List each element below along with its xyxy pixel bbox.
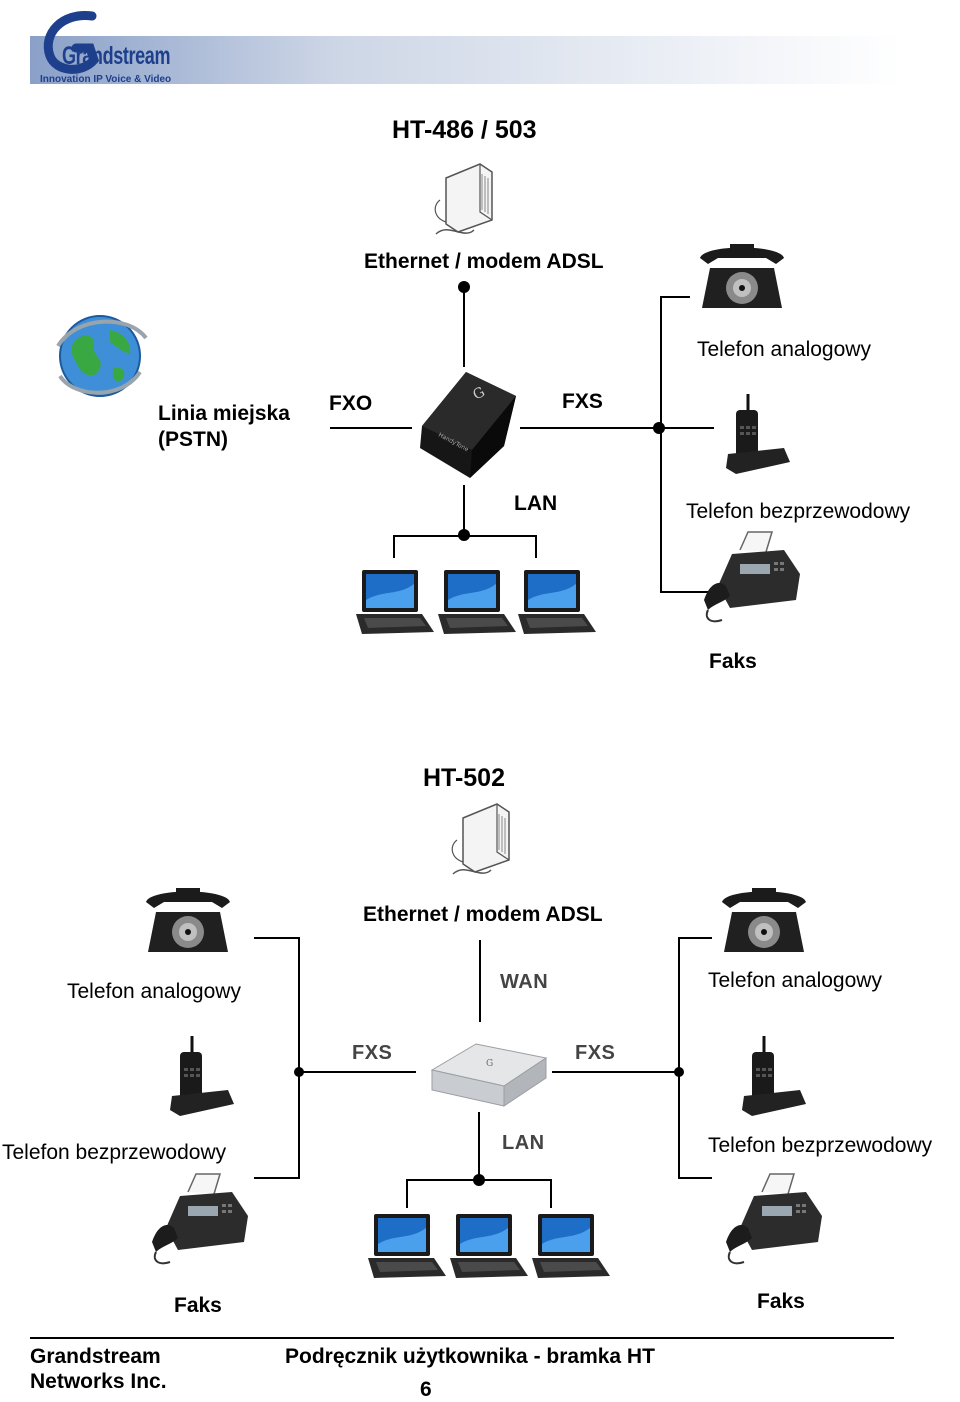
header-banner-graphic — [30, 36, 900, 84]
diagram2-cordless-right-label: Telefon bezprzewodowy — [708, 1134, 933, 1157]
diagram2-wan-label: WAN — [500, 971, 549, 993]
adsl-modem-icon — [428, 160, 504, 247]
diagram1-lan-label: LAN — [514, 492, 558, 515]
ht486-gateway-icon: G HandyTone — [412, 366, 522, 487]
analog-phone-icon — [142, 882, 234, 965]
analog-phone-icon — [718, 882, 810, 965]
footer-page-number: 6 — [420, 1378, 432, 1401]
laptop-icon — [446, 1210, 530, 1287]
node-fxs-right — [674, 1067, 684, 1077]
line-left-bus — [254, 937, 300, 1179]
diagram2-analog-left-label: Telefon analogowy — [67, 980, 241, 1003]
diagram2-fax-right-label: Faks — [757, 1290, 805, 1313]
fax-icon — [148, 1172, 252, 1273]
laptop-icon — [352, 566, 436, 643]
laptop-icon — [514, 566, 598, 643]
node-fxs-left — [294, 1067, 304, 1077]
diagram2-lan-label: LAN — [502, 1132, 545, 1154]
diagram2-fax-left-label: Faks — [174, 1294, 222, 1317]
diagram2-title: HT-502 — [423, 764, 505, 792]
fax-icon — [700, 530, 804, 631]
diagram2-ethernet-label: Ethernet / modem ADSL — [363, 903, 603, 926]
node-lan — [458, 529, 470, 541]
diagram2-fxs-right-label: FXS — [575, 1042, 616, 1064]
cordless-phone-icon — [722, 392, 792, 485]
globe-icon — [52, 306, 150, 409]
diagram1-title: HT-486 / 503 — [392, 116, 537, 144]
footer-doc-title: Podręcznik użytkownika - bramka HT — [285, 1345, 655, 1368]
grandstream-logo — [32, 4, 182, 94]
footer-company-line2: Networks Inc. — [30, 1370, 167, 1393]
diagram1-analog-phone-label: Telefon analogowy — [697, 338, 871, 361]
svg-text:G: G — [486, 1059, 493, 1069]
diagram1-fxs-label: FXS — [562, 390, 603, 413]
laptop-icon — [434, 566, 518, 643]
diagram1-pstn-label-line2: (PSTN) — [158, 428, 228, 451]
logo-brand-text: Grandstream — [62, 42, 171, 70]
line-right-bus — [678, 937, 712, 1179]
ht502-gateway-icon: G — [426, 1036, 552, 1117]
diagram2-fxs-left-label: FXS — [352, 1042, 393, 1064]
laptop-icon — [528, 1210, 612, 1287]
diagram2-cordless-left-label: Telefon bezprzewodowy — [2, 1141, 227, 1164]
diagram2-analog-right-label: Telefon analogowy — [708, 969, 882, 992]
adsl-modem-icon — [445, 800, 521, 887]
fax-icon — [722, 1172, 826, 1273]
diagram1-ethernet-label: Ethernet / modem ADSL — [364, 250, 604, 273]
cordless-phone-icon — [166, 1034, 236, 1127]
diagram1-fax-label: Faks — [709, 650, 757, 673]
node-lan2 — [473, 1174, 485, 1186]
node-ethernet — [458, 281, 470, 293]
diagram1-pstn-label-line1: Linia miejska — [158, 402, 290, 425]
diagram1-cordless-phone-label: Telefon bezprzewodowy — [686, 500, 911, 523]
grandstream-logo-mark — [43, 11, 100, 74]
cordless-phone-icon — [738, 1034, 808, 1127]
laptop-icon — [364, 1210, 448, 1287]
header-banner — [30, 20, 900, 92]
diagram1-fxo-label: FXO — [329, 392, 373, 415]
line-phones-bus — [660, 296, 714, 593]
analog-phone-icon — [696, 238, 788, 321]
logo-tagline: Innovation IP Voice & Video — [40, 74, 172, 85]
node-fxs — [653, 422, 665, 434]
footer-company-line1: Grandstream — [30, 1345, 161, 1368]
